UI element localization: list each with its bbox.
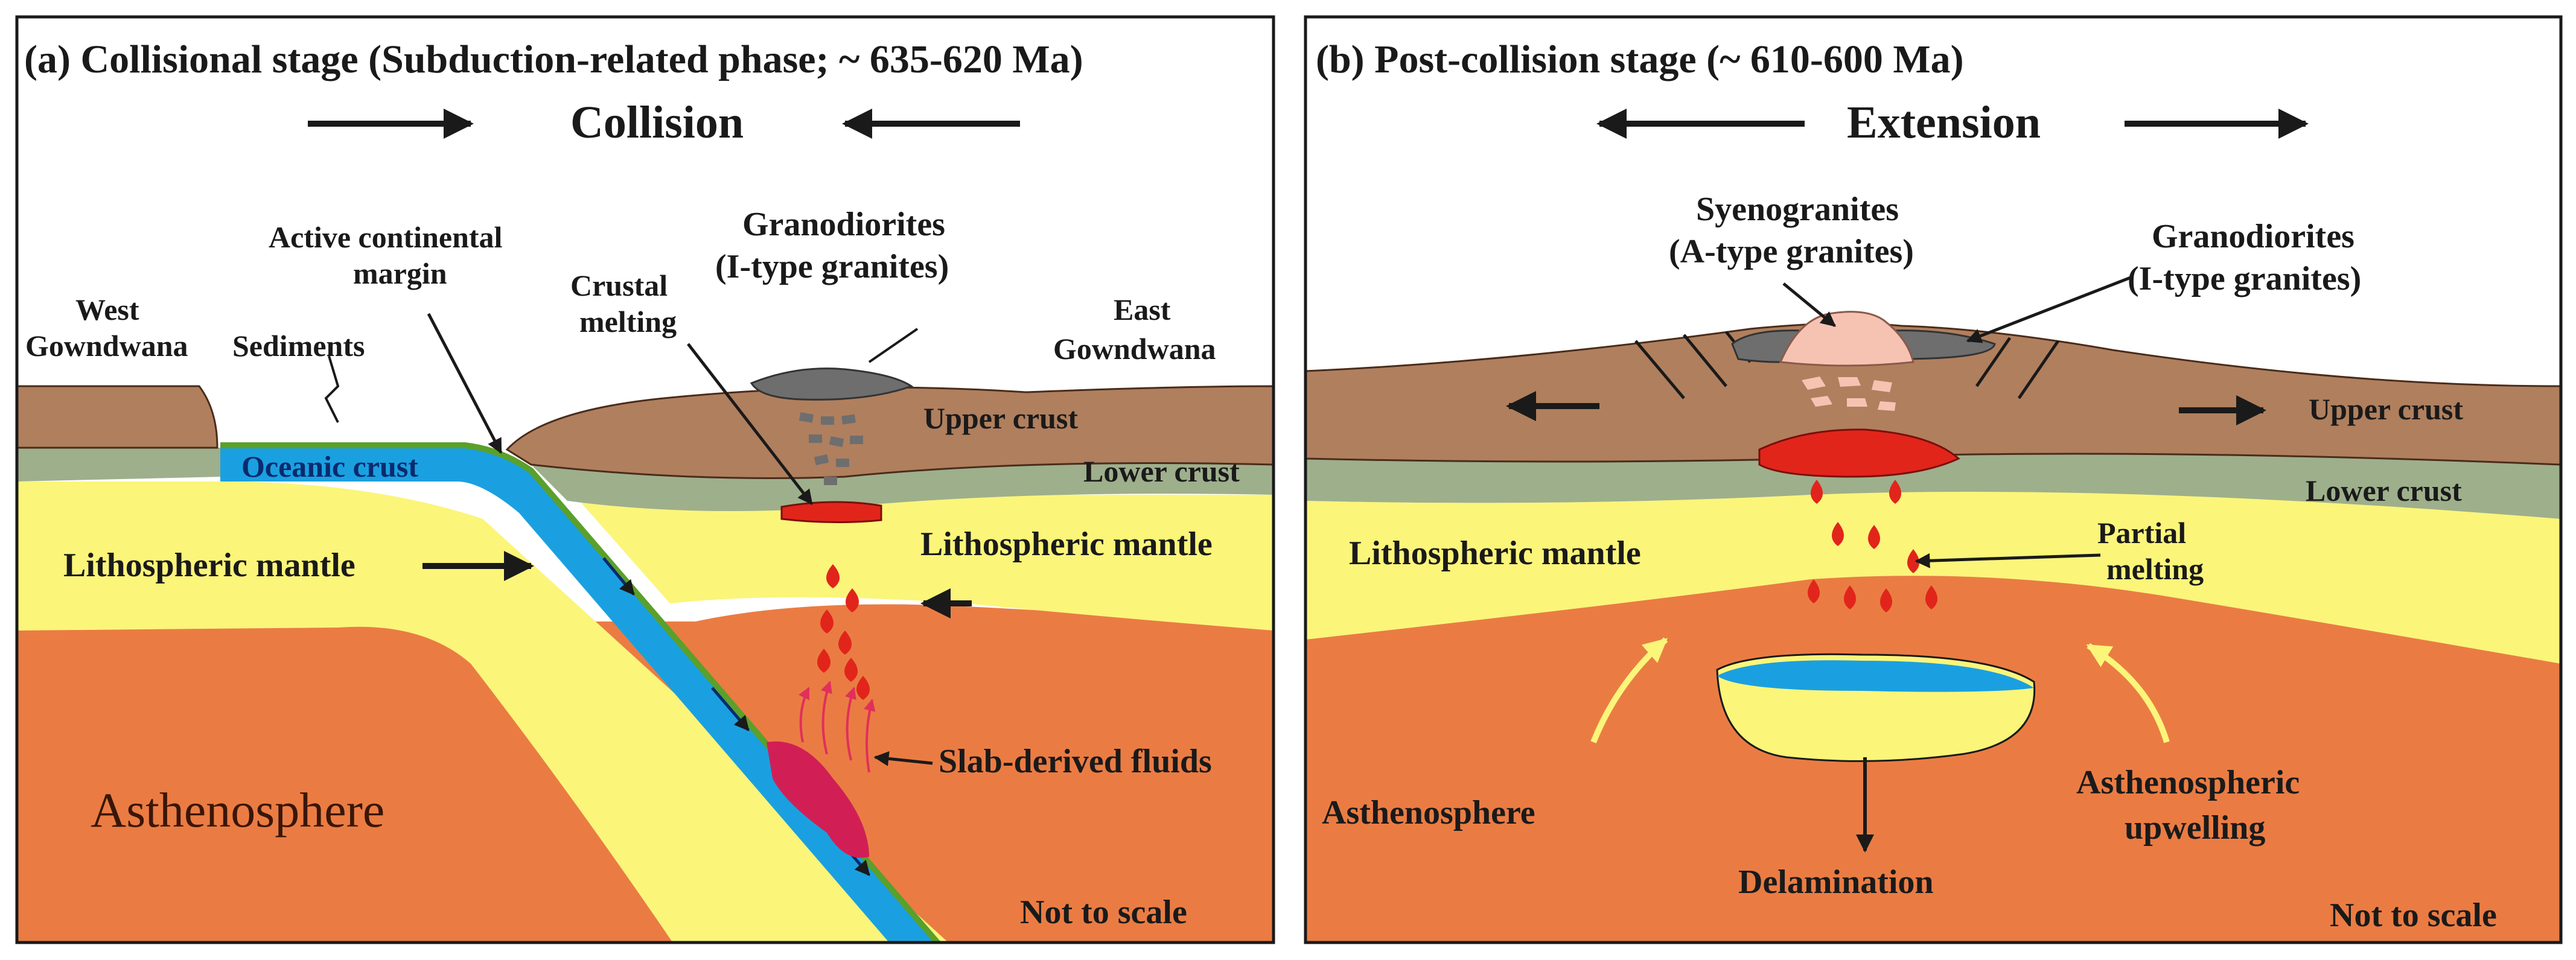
granodiorite-leader-b: [1966, 276, 2131, 343]
slab-arrow-2: [711, 687, 750, 731]
melt-lens-b: [1758, 428, 1960, 478]
partial-melting-arrow: [1914, 553, 2101, 568]
west-gondwana-label: West: [75, 293, 139, 326]
collision-label: Collision: [570, 97, 744, 148]
panel-a-title: (a) Collisional stage (Subduction-relate…: [24, 37, 1083, 81]
slab-arrow-1: [602, 557, 635, 596]
normal-faults: [1634, 331, 2060, 399]
active-margin-arrow: [427, 313, 503, 454]
extension-label: Extension: [1847, 97, 2041, 148]
panel-b-border: [1304, 15, 2563, 944]
upper-crust-label-b: Upper crust: [2309, 392, 2463, 426]
lithospheric-mantle-b: [1306, 491, 2561, 664]
partial-melting-label-2: melting: [2106, 552, 2204, 586]
sediments-leader: [324, 355, 340, 423]
panel-a-border: [15, 15, 1275, 944]
litho-mantle-right-label: Lithospheric mantle: [920, 526, 1213, 563]
magma-droplets-b: [1808, 480, 1937, 612]
slab-fluid-patch: [767, 741, 869, 858]
upper-crust-label: Upper crust: [923, 401, 1078, 435]
upwelling-label-2: upwelling: [2125, 809, 2265, 847]
sediments-label: Sediments: [232, 329, 365, 363]
lower-crust-b: [1306, 454, 2561, 519]
crustal-melting-label-2: melting: [579, 305, 677, 339]
east-gondwana-label-2: Gowndwana: [1053, 332, 1216, 366]
partial-melting-label: Partial: [2097, 516, 2186, 550]
oceanic-crust-label: Oceanic crust: [241, 450, 418, 483]
upper-crust-west: [17, 385, 218, 449]
crustal-melting-label: Crustal: [570, 269, 668, 302]
granodiorite-body: [750, 367, 914, 401]
panel-a: (a) Collisional stage (Subduction-relate…: [17, 17, 1274, 943]
magma-droplets: [817, 564, 870, 700]
slab-fluids-arrow: [873, 751, 933, 766]
crustal-melt-lens: [780, 501, 882, 524]
not-to-scale-b: Not to scale: [2330, 897, 2497, 934]
granodiorite-leader: [868, 328, 919, 363]
syenogranites-label: Syenogranites: [1696, 191, 1899, 228]
panel-b-title: (b) Post-collision stage (~ 610-600 Ma): [1316, 37, 1964, 81]
granodiorites-label: Granodiorites: [742, 206, 945, 243]
asthenosphere-label-b: Asthenosphere: [1322, 794, 1535, 831]
slab-fluids-label: Slab-derived fluids: [939, 743, 1212, 780]
west-gondwana-label-2: Gowndwana: [25, 329, 188, 363]
upwelling-arrow-left: [1590, 637, 1668, 743]
lower-crust-label: Lower crust: [1083, 454, 1240, 488]
upwelling-label: Asthenospheric: [2076, 764, 2300, 801]
granodiorites-label-b: Granodiorites: [2152, 218, 2354, 255]
oceanic-crust-slab: [220, 445, 938, 943]
granodiorites-type-label: (I-type granites): [715, 248, 949, 285]
lower-crust-right: [531, 463, 1274, 512]
crustal-melting-arrow: [687, 343, 813, 505]
lithospheric-mantle-left: [17, 482, 949, 943]
east-gondwana-label: East: [1114, 293, 1171, 326]
syenogranite-leader: [1782, 282, 1836, 327]
active-margin-label-2: margin: [353, 256, 447, 290]
active-margin-label: Active continental: [269, 220, 503, 254]
litho-mantle-label-b: Lithospheric mantle: [1349, 535, 1641, 572]
lithospheric-mantle-right: [579, 495, 1274, 631]
rising-fluids: [799, 681, 876, 773]
granodiorite-fragments: [799, 412, 863, 485]
not-to-scale-a: Not to scale: [1020, 894, 1187, 931]
asthenosphere-label: Asthenosphere: [91, 783, 384, 838]
syenogranite-fragments: [1802, 377, 1896, 411]
granodiorites-type-label-b: (I-type granites): [2128, 260, 2361, 297]
syenogranites-type-label: (A-type granites): [1669, 233, 1914, 270]
upper-crust-east: [505, 385, 1274, 479]
delaminated-oceanic-layer: [1717, 660, 2034, 692]
syenogranite-dome: [1779, 311, 1914, 367]
panel-b: (b) Post-collision stage (~ 610-600 Ma) …: [1306, 17, 2561, 943]
litho-mantle-left-label: Lithospheric mantle: [63, 547, 355, 584]
lower-crust-label-b: Lower crust: [2306, 474, 2462, 507]
lower-crust-left: [17, 448, 223, 482]
upwelling-arrow-right: [2086, 643, 2170, 743]
delamination-label: Delamination: [1738, 863, 1934, 901]
